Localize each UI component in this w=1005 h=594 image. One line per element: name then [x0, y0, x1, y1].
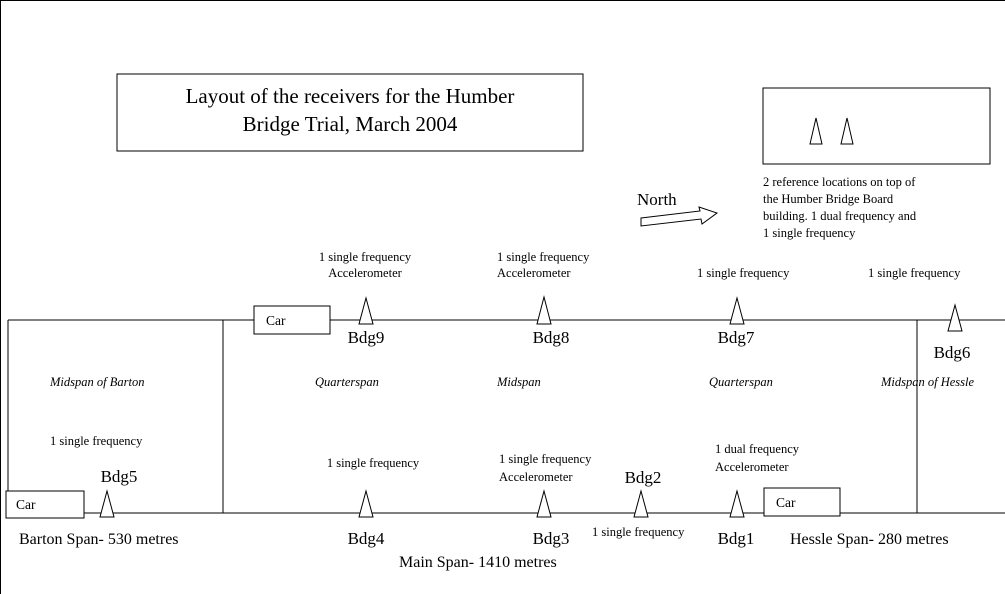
bdg2-antenna-icon — [633, 489, 649, 518]
receiver-bdg7: 1 single frequency Bdg7 — [697, 266, 790, 347]
bdg6-label: Bdg6 — [934, 343, 971, 362]
reference-note-line-1: 2 reference locations on top of — [763, 175, 916, 189]
reference-building-box — [762, 87, 991, 165]
car-bottom-left-label: Car — [16, 497, 36, 512]
bdg8-antenna-icon — [536, 295, 552, 325]
title-line-1: Layout of the receivers for the Humber — [186, 84, 515, 108]
car-bottom-left-box — [5, 490, 85, 519]
car-top-box — [253, 305, 331, 335]
car-bottom-right-box — [763, 487, 841, 517]
car-top: Car — [253, 305, 331, 335]
reference-note-line-4: 1 single frequency — [763, 226, 856, 240]
bdg7-label: Bdg7 — [718, 328, 755, 347]
reference-note-line-3: building. 1 dual frequency and — [763, 209, 917, 223]
bdg4-label: Bdg4 — [348, 529, 385, 548]
label-midspan-hessle: Midspan of Hessle — [880, 375, 975, 389]
bdg2-label: Bdg2 — [625, 468, 662, 487]
receiver-bdg6: 1 single frequency Bdg6 — [868, 266, 970, 362]
receiver-bdg5: 1 single frequency Bdg5 — [50, 434, 143, 518]
bdg2-note-line-1: 1 single frequency — [592, 525, 685, 539]
main-span-label: Main Span- 1410 metres — [399, 554, 557, 571]
reference-receiver-2-icon — [840, 117, 854, 145]
hessle-span-label: Hessle Span- 280 metres — [790, 531, 949, 548]
bdg3-note-line-2: Accelerometer — [499, 470, 573, 484]
bdg4-note-line-1: 1 single frequency — [327, 456, 420, 470]
car-bottom-right: Car — [763, 487, 841, 517]
bdg3-antenna-icon — [536, 489, 552, 518]
north-label: North — [637, 190, 677, 209]
car-bottom-left: Car — [5, 490, 85, 519]
bdg8-note-line-1: 1 single frequency — [497, 250, 590, 264]
receiver-bdg9: 1 single frequency Accelerometer Bdg9 — [319, 250, 412, 347]
bdg8-note-line-2: Accelerometer — [497, 266, 571, 280]
bdg9-label: Bdg9 — [348, 328, 385, 347]
bdg9-note-line-2: Accelerometer — [328, 266, 402, 280]
bdg6-antenna-icon — [947, 303, 963, 332]
receiver-bdg3: 1 single frequency Accelerometer Bdg3 — [499, 452, 592, 548]
bdg5-label: Bdg5 — [101, 467, 138, 486]
barton-span-label: Barton Span- 530 metres — [19, 531, 179, 548]
bdg3-note-line-1: 1 single frequency — [499, 452, 592, 466]
bridge-deck — [7, 319, 1005, 514]
title-line-2: Bridge Trial, March 2004 — [243, 112, 458, 136]
bdg5-antenna-icon — [99, 489, 115, 518]
bdg1-label: Bdg1 — [718, 529, 755, 548]
label-midspan-barton: Midspan of Barton — [49, 375, 144, 389]
bdg3-label: Bdg3 — [533, 529, 570, 548]
north-arrow-icon — [640, 206, 719, 227]
section-labels: Midspan of Barton Quarterspan Midspan Qu… — [49, 375, 975, 389]
receiver-bdg2: Bdg2 1 single frequency — [592, 468, 685, 539]
reference-note-line-2: the Humber Bridge Board — [763, 192, 894, 206]
receiver-bdg8: 1 single frequency Accelerometer Bdg8 — [497, 250, 590, 347]
car-bottom-right-label: Car — [776, 495, 796, 510]
bdg7-note-line-1: 1 single frequency — [697, 266, 790, 280]
bdg5-note-line-1: 1 single frequency — [50, 434, 143, 448]
bdg1-antenna-icon — [729, 489, 745, 518]
receiver-bdg4: 1 single frequency Bdg4 — [327, 456, 420, 548]
reference-building: 2 reference locations on top of the Humb… — [762, 87, 991, 240]
bdg8-label: Bdg8 — [533, 328, 570, 347]
span-lengths: Barton Span- 530 metres Main Span- 1410 … — [19, 531, 949, 571]
bdg1-note-line-1: 1 dual frequency — [715, 442, 800, 456]
reference-receiver-1-icon — [809, 117, 823, 145]
bdg7-antenna-icon — [729, 296, 745, 325]
north-indicator: North — [637, 190, 719, 227]
label-quarterspan-left: Quarterspan — [315, 375, 379, 389]
car-top-label: Car — [266, 313, 286, 328]
bdg6-note-line-1: 1 single frequency — [868, 266, 961, 280]
title-box-border — [116, 73, 584, 152]
label-quarterspan-right: Quarterspan — [709, 375, 773, 389]
receiver-bdg1: 1 dual frequency Accelerometer Bdg1 — [715, 442, 800, 548]
bdg9-antenna-icon — [358, 296, 374, 325]
bdg9-note-line-1: 1 single frequency — [319, 250, 412, 264]
label-midspan: Midspan — [496, 375, 541, 389]
bdg1-note-line-2: Accelerometer — [715, 460, 789, 474]
bdg4-antenna-icon — [358, 489, 374, 518]
title-box: Layout of the receivers for the Humber B… — [116, 73, 584, 152]
